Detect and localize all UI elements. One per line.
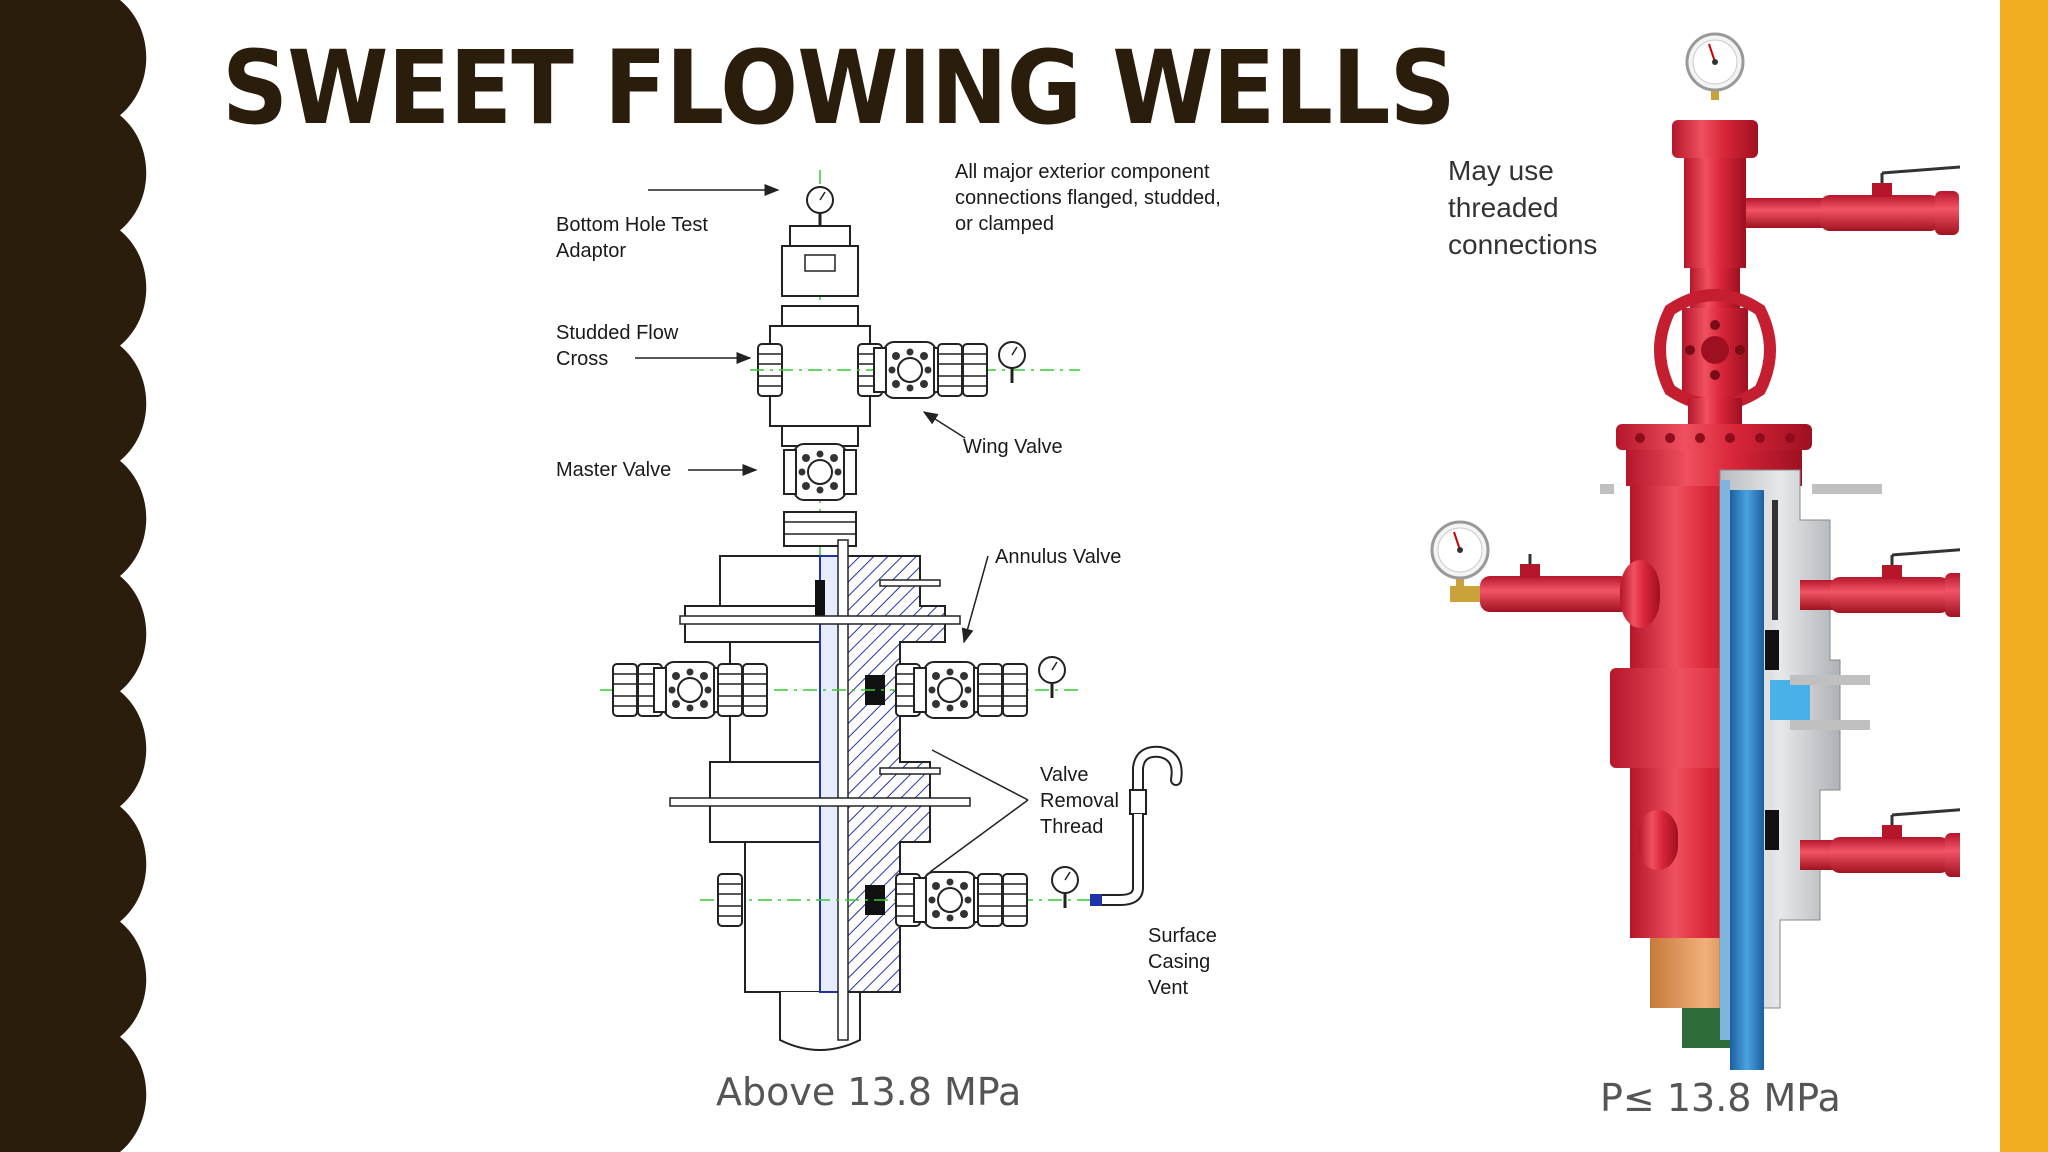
- label-master-valve: Master Valve: [556, 459, 672, 481]
- wellhead-3d-illustration: [1430, 32, 1960, 1070]
- slide-title: SWEET FLOWING WELLS: [222, 29, 1456, 148]
- label-surface-casing-vent: Surface Casing Vent: [1148, 925, 1217, 999]
- top-side-ball-valve: [1818, 165, 1960, 237]
- right-accent-bar: [2000, 0, 2048, 1152]
- casing-head-body: [669, 539, 971, 1051]
- annulus-valve-right: [895, 655, 1067, 719]
- label-annulus-valve: Annulus Valve: [995, 546, 1122, 568]
- note-threaded-connections: May use threaded connections: [1448, 155, 1598, 260]
- left-annulus-valve: [1430, 520, 1660, 628]
- right-annulus-valve-upper: [1828, 547, 1960, 619]
- handwheel-master-valve: [1654, 289, 1776, 411]
- test-adaptor-gauge: [805, 185, 835, 230]
- caption-above-13-8-mpa: Above 13.8 MPa: [716, 1070, 1022, 1114]
- master-valve: [783, 443, 857, 501]
- label-valve-removal-thread: Valve Removal Thread: [1040, 764, 1119, 838]
- wellhead-line-diagram: [600, 170, 1183, 1051]
- label-bottom-hole-test-adaptor: Bottom Hole Test Adaptor: [556, 214, 708, 262]
- surface-casing-vent: [1090, 745, 1183, 906]
- test-adaptor: [789, 225, 851, 247]
- annulus-valve-left: [612, 661, 768, 719]
- label-studded-flow-cross: Studded Flow Cross: [556, 322, 679, 370]
- studded-flow-cross: [750, 305, 1080, 447]
- left-wavy-band: [0, 0, 147, 1152]
- label-connections-note: All major exterior component connections…: [955, 161, 1221, 235]
- casing-head-body: [1610, 469, 1841, 1070]
- top-pressure-gauge: [1685, 32, 1745, 102]
- caption-p-le-13-8-mpa: P≤ 13.8 MPa: [1600, 1076, 1841, 1120]
- label-wing-valve: Wing Valve: [963, 436, 1063, 458]
- right-annulus-valve-lower: [1828, 807, 1960, 879]
